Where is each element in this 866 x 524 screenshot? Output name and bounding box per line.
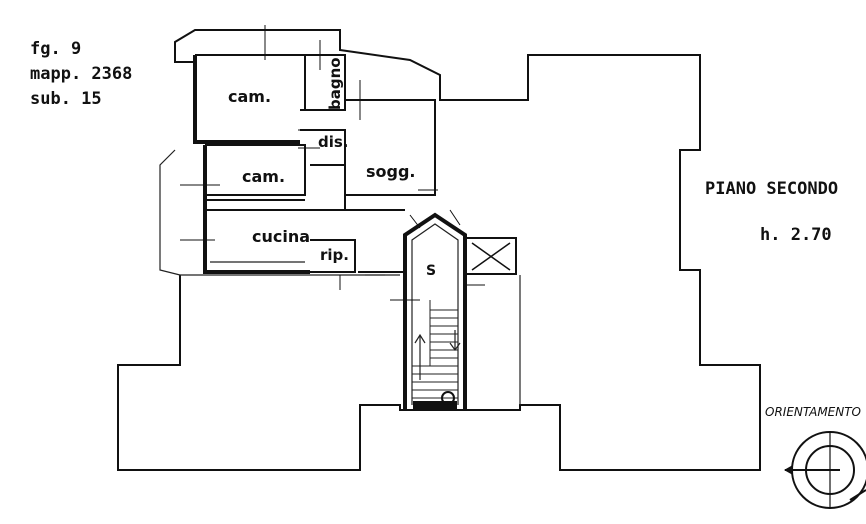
floor-height: h. 2.70: [760, 225, 832, 245]
cadastral-reference: fg. 9 mapp. 2368 sub. 15: [30, 39, 132, 109]
stair-landing-mark-icon: [441, 391, 455, 405]
elevator-shaft: [465, 237, 517, 275]
room-label-cucina: cucina: [252, 227, 310, 246]
construction-ticks: [180, 25, 485, 301]
room-label-cam-2: cam.: [242, 167, 285, 186]
stair-arrow-icon: [414, 333, 426, 380]
stair-label: S: [426, 263, 436, 279]
room-label-bagno: bagno: [326, 57, 344, 110]
stairwell: S: [403, 212, 467, 410]
foglio-label: fg. 9: [30, 39, 81, 59]
orientation-compass: ORIENTAMENTO: [765, 405, 866, 509]
floor-title: PIANO SECONDO h. 2.70: [705, 179, 838, 245]
room-label-dis: dis.: [318, 133, 349, 151]
floor-name: PIANO SECONDO: [705, 179, 838, 199]
room-label-rip: rip.: [320, 246, 349, 264]
orientation-label: ORIENTAMENTO: [765, 405, 861, 419]
room-label-cam-1: cam.: [228, 87, 271, 106]
subalterno-label: sub. 15: [30, 89, 102, 109]
room-labels: cam. cam. bagno dis. sogg. cucina rip.: [228, 57, 416, 264]
building-outline: [117, 29, 761, 471]
mappale-label: mapp. 2368: [30, 64, 132, 84]
apartment-walls: [193, 54, 436, 410]
stair-treads: [412, 300, 458, 399]
room-label-sogg: sogg.: [366, 162, 416, 181]
